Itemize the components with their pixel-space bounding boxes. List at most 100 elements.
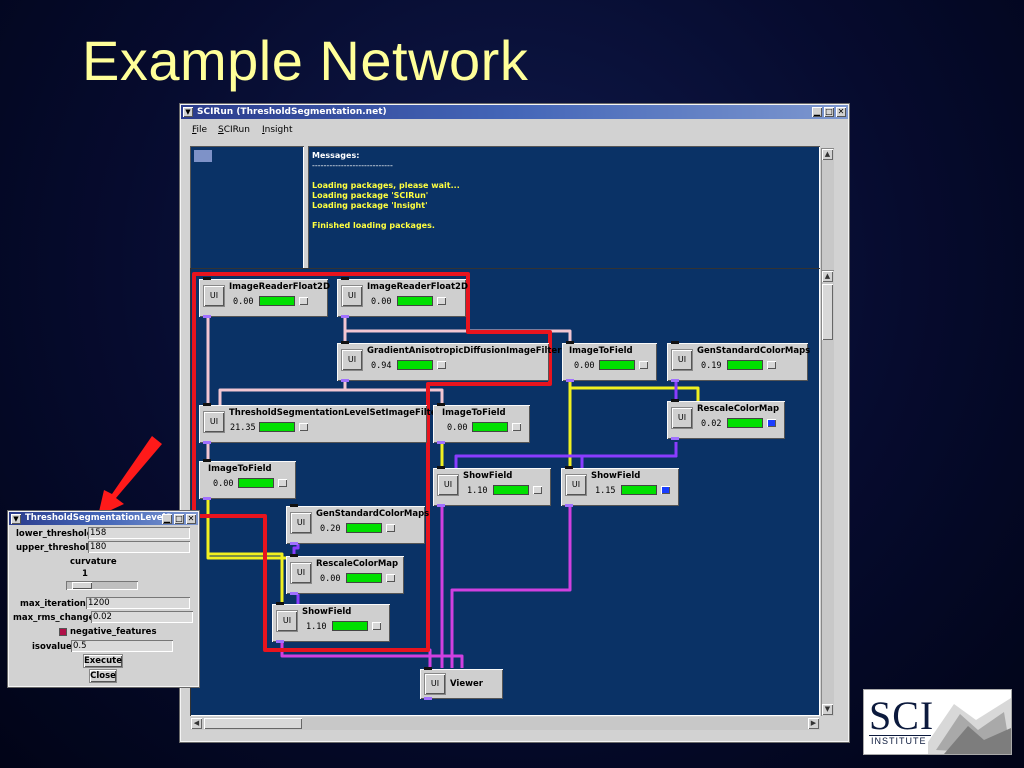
module-image-to-field-3[interactable]: ImageToField 0.00	[199, 459, 296, 500]
module-image-reader-2[interactable]: UI ImageReaderFloat2D 0.00	[337, 277, 468, 318]
isovalue-input[interactable]: 0.5	[71, 640, 173, 652]
output-port[interactable]	[203, 315, 211, 318]
window-menu-icon[interactable]: ▼	[183, 107, 193, 117]
module-ui-button[interactable]: UI	[672, 408, 692, 428]
dialog-titlebar[interactable]: ▼ ThresholdSegmentationLevelS ▁ □ ✕	[9, 512, 198, 525]
module-showfield-2[interactable]: UI ShowField 1.15	[561, 466, 679, 507]
logo-mountain-graphic	[928, 698, 1011, 754]
module-gen-colormaps-2[interactable]: UI GenStandardColorMaps 0.20	[286, 504, 429, 545]
input-port[interactable]	[290, 504, 298, 507]
module-ui-button[interactable]: UI	[277, 611, 297, 631]
input-port[interactable]	[424, 667, 432, 670]
module-ui-button[interactable]: UI	[672, 350, 692, 370]
output-port[interactable]	[341, 379, 349, 382]
output-port[interactable]	[437, 504, 445, 507]
module-ui-button[interactable]: UI	[204, 286, 224, 306]
scroll-up-icon[interactable]: ▲	[822, 271, 833, 282]
input-port[interactable]	[566, 341, 574, 344]
module-image-to-field-2[interactable]: ImageToField 0.00	[433, 403, 530, 444]
module-showfield-1[interactable]: UI ShowField 1.10	[433, 466, 551, 507]
max-iterations-input[interactable]: 1200	[86, 597, 190, 609]
input-port[interactable]	[203, 459, 211, 462]
input-port[interactable]	[671, 341, 679, 344]
curvature-label: curvature	[70, 557, 117, 567]
maximize-icon[interactable]: □	[824, 107, 834, 117]
progress-bar	[494, 486, 528, 494]
scroll-left-icon[interactable]: ◀	[191, 718, 202, 729]
maximize-icon[interactable]: □	[174, 514, 184, 524]
scroll-thumb[interactable]	[822, 284, 833, 340]
input-port[interactable]	[290, 554, 298, 557]
module-rescale-colormap-1[interactable]: UI RescaleColorMap 0.02	[667, 399, 785, 440]
scroll-down-icon[interactable]: ▼	[822, 704, 833, 715]
module-ui-button[interactable]: UI	[291, 563, 311, 583]
input-port[interactable]	[341, 341, 349, 344]
output-port[interactable]	[290, 542, 298, 545]
output-port[interactable]	[341, 315, 349, 318]
close-icon[interactable]: ✕	[186, 514, 196, 524]
module-viewer[interactable]: UI Viewer	[420, 667, 503, 700]
module-image-to-field-1[interactable]: ImageToField 0.00	[562, 341, 657, 382]
scroll-thumb[interactable]	[204, 718, 302, 729]
module-gen-colormaps-1[interactable]: UI GenStandardColorMaps 0.19	[667, 341, 810, 382]
output-port[interactable]	[565, 504, 573, 507]
minimap-thumbnail[interactable]	[194, 150, 212, 162]
input-port[interactable]	[203, 403, 211, 406]
output-port[interactable]	[671, 437, 679, 440]
module-ui-button[interactable]: UI	[566, 475, 586, 495]
minimize-icon[interactable]: ▁	[162, 514, 172, 524]
window-titlebar[interactable]: ▼ SCIRun (ThresholdSegmentation.net) ▁ □…	[181, 105, 848, 119]
input-port[interactable]	[437, 466, 445, 469]
module-rescale-colormap-2[interactable]: UI RescaleColorMap 0.00	[286, 554, 404, 595]
input-port[interactable]	[203, 277, 211, 280]
network-overview[interactable]	[190, 146, 304, 286]
input-port[interactable]	[565, 466, 573, 469]
module-ui-button[interactable]: UI	[438, 475, 458, 495]
wire	[450, 502, 572, 668]
module-gradient-filter[interactable]: UI GradientAnisotropicDiffusionImageFilt…	[337, 341, 561, 382]
output-port[interactable]	[424, 697, 432, 700]
input-port[interactable]	[437, 403, 445, 406]
lower-threshold-input[interactable]: 158	[88, 527, 190, 539]
status-indicator	[767, 361, 776, 369]
menu-scirun[interactable]: SCIRun	[218, 125, 250, 135]
messages-scrollbar[interactable]: ▲ ▼	[821, 148, 834, 286]
input-port[interactable]	[671, 399, 679, 402]
progress-bar	[239, 479, 273, 487]
output-port[interactable]	[671, 379, 679, 382]
canvas-vscrollbar[interactable]: ▲ ▼	[821, 270, 834, 716]
minimize-icon[interactable]: ▁	[812, 107, 822, 117]
canvas-hscrollbar[interactable]: ◀ ▶	[190, 717, 820, 730]
wire	[580, 442, 678, 468]
input-port[interactable]	[341, 277, 349, 280]
window-menu-icon[interactable]: ▼	[11, 514, 21, 524]
output-port[interactable]	[276, 640, 284, 643]
module-ui-button[interactable]: UI	[291, 513, 311, 533]
menu-file[interactable]: File	[192, 125, 208, 135]
output-port[interactable]	[290, 592, 298, 595]
module-name: RescaleColorMap	[316, 559, 399, 569]
max-rms-change-input[interactable]: 0.02	[91, 611, 193, 623]
scroll-up-icon[interactable]: ▲	[822, 149, 833, 160]
slider-knob[interactable]	[72, 582, 92, 589]
input-port[interactable]	[276, 602, 284, 605]
menu-insight[interactable]: Insight	[262, 125, 293, 135]
module-ui-button[interactable]: UI	[425, 674, 445, 694]
module-ui-button[interactable]: UI	[204, 412, 224, 432]
module-image-reader-1[interactable]: UI ImageReaderFloat2D 0.00	[199, 277, 330, 318]
curvature-slider[interactable]	[66, 581, 138, 590]
output-port[interactable]	[203, 441, 211, 444]
close-button[interactable]: Close	[90, 670, 116, 682]
module-showfield-3[interactable]: UI ShowField 1.10	[272, 602, 390, 643]
execute-button[interactable]: Execute	[84, 655, 122, 667]
module-threshold-levelset[interactable]: UI ThresholdSegmentationLevelSetImageFil…	[199, 403, 441, 444]
module-ui-button[interactable]: UI	[342, 286, 362, 306]
negative-features-checkbox[interactable]	[60, 629, 66, 635]
output-port[interactable]	[203, 497, 211, 500]
output-port[interactable]	[566, 379, 574, 382]
scroll-right-icon[interactable]: ▶	[808, 718, 819, 729]
module-ui-button[interactable]: UI	[342, 350, 362, 370]
close-icon[interactable]: ✕	[836, 107, 846, 117]
output-port[interactable]	[437, 441, 445, 444]
upper-threshold-input[interactable]: 180	[88, 541, 190, 553]
